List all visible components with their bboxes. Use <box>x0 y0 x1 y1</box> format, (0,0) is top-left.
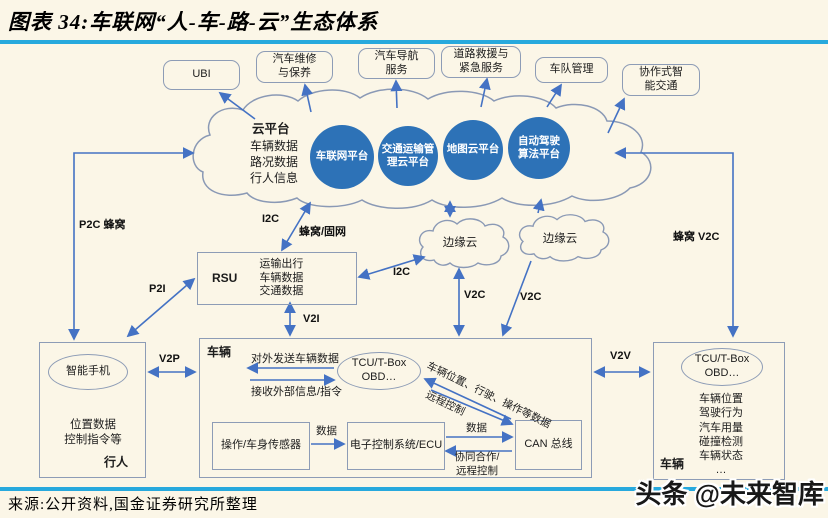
pedestrian-label: 行人 <box>104 455 129 469</box>
vehicle-label: 车辆 <box>207 345 232 359</box>
tcu-ellipse: TCU/T-Box OBD… <box>337 352 421 390</box>
coop-label: 协同合作/ 远程控制 <box>454 451 500 477</box>
service-box-navigation: 汽车导航 服务 <box>358 48 435 79</box>
data-label-2: 数据 <box>466 422 487 434</box>
link-label-i2c-left: I2C <box>262 213 280 225</box>
arrow-v2c-right <box>500 260 532 337</box>
sensor-label: 操作/车身传感器 <box>220 439 302 452</box>
platform-label: 自动驾驶 算法平台 <box>518 134 560 160</box>
platform-label: 地图云平台 <box>446 143 500 156</box>
tcu2-label: TCU/T-Box OBD… <box>694 353 750 379</box>
service-box-cooperative-its: 协作式智 能交通 <box>622 64 700 96</box>
edge-cloud-right-label: 边缘云 <box>542 233 578 245</box>
vehicle-box <box>199 338 592 478</box>
vehicle2-label: 车辆 <box>660 457 685 471</box>
link-label-v2v: V2V <box>610 350 631 362</box>
vehicle2-data: 车辆位置 驾驶行为 汽车用量 碰撞检测 车辆状态 … <box>699 393 743 477</box>
can-bus-label: CAN 总线 <box>524 438 573 451</box>
service-label: 汽车维修 与保养 <box>272 53 317 79</box>
figure-title: 图表 34:车联网“人-车-路-云”生态体系 <box>8 10 379 34</box>
top-divider <box>0 40 828 44</box>
platform-circle-autodrive: 自动驾驶 算法平台 <box>508 117 570 179</box>
rsu-box: RSU 运输出行 车辆数据 交通数据 <box>197 252 357 305</box>
tcu-label: TCU/T-Box OBD… <box>351 357 407 383</box>
tcu2-ellipse: TCU/T-Box OBD… <box>681 348 763 386</box>
link-label-v2c-left: V2C <box>464 289 486 301</box>
link-label-cellular-fixed: 蜂窝/固网 <box>299 226 347 238</box>
ecu-label: 电子控制系统/ECU <box>349 439 443 452</box>
arrows <box>68 77 739 457</box>
edge-cloud-left-label: 边缘云 <box>442 237 478 249</box>
watermark: 头条 @未来智库 <box>635 479 824 509</box>
bottom-divider <box>0 487 828 491</box>
arrow-p2i <box>126 277 196 338</box>
service-label: 车队管理 <box>549 63 594 76</box>
arrow-cloud-maintenance <box>301 83 314 113</box>
link-label-v2i: V2I <box>303 313 320 325</box>
pedestrian-data: 位置数据 控制指令等 <box>64 419 122 446</box>
link-label-v2p: V2P <box>159 353 180 365</box>
rsu-data: 运输出行 车辆数据 交通数据 <box>259 257 304 298</box>
pedestrian-box <box>39 342 146 478</box>
arrow-diag-down <box>430 389 514 426</box>
arrow-rsu-cloud <box>281 201 311 252</box>
sensor-box: 操作/车身传感器 <box>212 422 310 470</box>
vehicle-receive-label: 接收外部信息/指令 <box>251 386 343 398</box>
service-label: UBI <box>192 68 211 81</box>
smartphone-ellipse: 智能手机 <box>48 354 128 390</box>
service-label: 协作式智 能交通 <box>639 66 683 92</box>
cloud-platform-title: 云平台 <box>252 122 290 136</box>
arrow-cellular-v2c <box>614 147 739 338</box>
arrow-diag-up <box>423 377 512 420</box>
arrow-cloud-navigation <box>390 79 403 109</box>
platform-circle-transport: 交通运输管 理云平台 <box>378 126 438 186</box>
service-label: 汽车导航 服务 <box>374 49 419 76</box>
platform-label: 车联网平台 <box>315 150 369 163</box>
service-box-ubi: UBI <box>163 60 240 90</box>
vehicle-send-label: 对外发送车辆数据 <box>251 353 339 365</box>
ecu-box: 电子控制系统/ECU <box>347 422 445 470</box>
rsu-label: RSU <box>212 271 238 285</box>
arrow-p2c <box>68 147 195 341</box>
platform-circle-iov: 车联网平台 <box>310 125 374 189</box>
arrow-edgeR-cloud <box>532 198 545 214</box>
cloud-platform-data: 车辆数据 路况数据 行人信息 <box>250 139 299 185</box>
link-label-cellular-v2c: 蜂窝 V2C <box>673 231 720 243</box>
arrow-i2c-edge <box>357 254 426 280</box>
vehicle2-box <box>653 342 785 480</box>
arrow-cloud-its <box>607 97 626 134</box>
link-label-i2c-right: I2C <box>393 266 411 278</box>
service-box-maintenance: 汽车维修 与保养 <box>256 51 333 83</box>
source-note: 来源:公开资料,国金证券研究所整理 <box>8 497 258 513</box>
service-box-rescue: 道路救援与 紧急服务 <box>441 46 521 78</box>
data-label-1: 数据 <box>316 425 337 437</box>
arrow-cloud-fleet <box>546 83 562 108</box>
platform-label: 交通运输管 理云平台 <box>381 142 435 168</box>
platform-circle-map: 地图云平台 <box>443 120 503 180</box>
link-label-v2c-right: V2C <box>520 291 542 303</box>
arrow-cloud-rescue <box>478 77 491 108</box>
arrow-cloud-ubi <box>218 91 256 120</box>
service-box-fleet: 车队管理 <box>535 57 608 83</box>
link-label-p2i: P2I <box>149 283 166 295</box>
edge-cloud-right-shape <box>518 214 610 262</box>
can-bus-box: CAN 总线 <box>515 420 582 470</box>
smartphone-label: 智能手机 <box>66 365 110 378</box>
service-label: 道路救援与 紧急服务 <box>453 48 509 74</box>
link-label-p2c: P2C 蜂窝 <box>79 219 126 231</box>
